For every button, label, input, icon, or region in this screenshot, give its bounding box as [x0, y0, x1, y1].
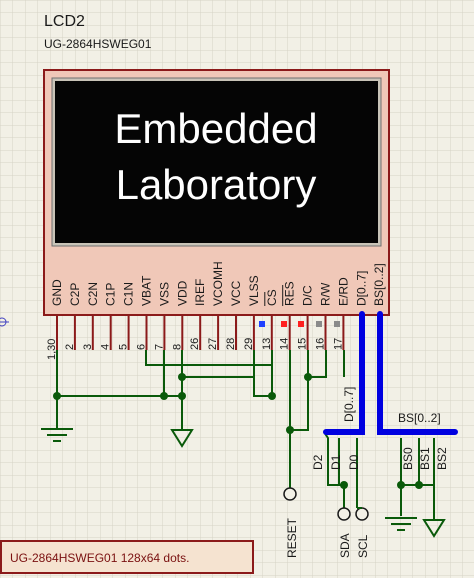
- pin-name-8: IREF: [193, 279, 207, 306]
- junction-group: [53, 373, 423, 489]
- lcd-component[interactable]: Embedded Laboratory: [43, 69, 390, 316]
- pin-state-erd: [334, 321, 340, 327]
- terminal-reset-icon[interactable]: [283, 487, 297, 501]
- bus-bs-label: BS[0..2]: [398, 411, 441, 425]
- pin-state-res: [281, 321, 287, 327]
- bus-group[interactable]: [323, 311, 458, 435]
- wire-bs0-label: BS0: [401, 447, 415, 470]
- junction-dot: [268, 392, 276, 400]
- pin-number-10: 28: [225, 338, 237, 350]
- pin-number-6: 7: [153, 344, 165, 350]
- lcd-text-line1: Embedded: [114, 105, 317, 152]
- pin-number-2: 3: [82, 344, 94, 350]
- pin-name-15: R/W: [319, 282, 333, 306]
- pin-name-9: VCOMH: [211, 261, 225, 306]
- pin-number-4: 5: [118, 344, 130, 350]
- pin-number-9: 27: [207, 338, 219, 350]
- pin-name-11: VLSS: [247, 275, 261, 306]
- pin-number-16: 17: [332, 338, 344, 350]
- pin-name-13: RES: [283, 281, 297, 306]
- junction-dot: [160, 392, 168, 400]
- pin-name-18: BS[0..2]: [372, 263, 386, 306]
- junction-dot: [340, 481, 348, 489]
- wire-bs2-label: BS2: [435, 447, 449, 470]
- pin-name-0: GND: [50, 279, 64, 306]
- terminal-scl-icon[interactable]: [355, 507, 369, 521]
- pin-name-3: C1P: [104, 283, 118, 306]
- ground-icon: [41, 428, 73, 442]
- wire-d1-label: D1: [329, 454, 343, 470]
- lcd-text-line2: Laboratory: [116, 161, 317, 208]
- junction-dot: [286, 426, 294, 434]
- pin-number-5: 6: [136, 344, 148, 350]
- pin-name-2: C2N: [86, 282, 100, 306]
- junction-dot: [397, 481, 405, 489]
- pin-number-3: 4: [100, 344, 112, 350]
- wire-d2[interactable]: [323, 431, 345, 508]
- wire-cs[interactable]: [253, 350, 272, 397]
- pin-number-12: 13: [261, 338, 273, 350]
- terminal-group[interactable]: [283, 487, 369, 521]
- pin-name-5: VBAT: [140, 275, 154, 306]
- junction-dot: [415, 481, 423, 489]
- pin-number-1: 2: [64, 344, 76, 350]
- wire-bs1-label: BS1: [418, 447, 432, 470]
- pin-number-11: 29: [243, 338, 255, 350]
- bus-data-label: D[0..7]: [342, 387, 356, 422]
- junction-dot: [178, 373, 186, 381]
- pin-stub-group: [56, 315, 345, 350]
- terminal-sda-label: SDA: [338, 533, 352, 558]
- terminal-reset-label: RESET: [285, 517, 299, 558]
- pin-number-14: 15: [297, 338, 309, 350]
- pin-name-6: VSS: [157, 282, 171, 306]
- pin-name-4: C1N: [122, 282, 136, 306]
- pin-state-cs: [259, 321, 265, 327]
- ground-icon: [385, 517, 417, 531]
- wire-d2-label: D2: [311, 454, 325, 470]
- ground-symbols: [41, 428, 446, 538]
- junction-dot: [53, 392, 61, 400]
- pin-state-rw: [316, 321, 322, 327]
- pin-number-0: 1,30: [46, 339, 58, 360]
- wire-d0-label: D0: [347, 454, 361, 470]
- wire-rw[interactable]: [308, 350, 327, 378]
- junction-dot: [304, 373, 312, 381]
- pin-state-dc: [298, 321, 304, 327]
- pin-name-7: VDD: [175, 280, 189, 306]
- bus-data[interactable]: [323, 311, 365, 435]
- pin-name-17: D[0..7]: [354, 271, 368, 306]
- pin-number-8: 26: [189, 338, 201, 350]
- terminal-scl-label: SCL: [356, 534, 370, 558]
- status-tooltip: UG-2864HSWEG01 128x64 dots.: [0, 540, 254, 574]
- pin-name-1: C2P: [68, 283, 82, 306]
- pin-number-7: 8: [171, 344, 183, 350]
- ground-triangle-icon: [170, 429, 194, 448]
- bus-bs[interactable]: [377, 311, 458, 435]
- pin-name-14: D/C: [301, 285, 315, 306]
- component-ref: LCD2: [44, 13, 85, 30]
- pin-name-10: VCC: [229, 280, 243, 306]
- pin-number-15: 16: [315, 338, 327, 350]
- component-part: UG-2864HSWEG01: [44, 37, 152, 51]
- ground-triangle-icon: [422, 519, 446, 538]
- terminal-sda-icon[interactable]: [337, 507, 351, 521]
- edge-marker-circle: [0, 317, 7, 327]
- pin-name-16: E/RD: [336, 277, 350, 306]
- lcd-screen: [55, 81, 378, 243]
- junction-dot: [178, 392, 186, 400]
- pin-number-13: 14: [279, 338, 291, 350]
- pin-name-12: CS: [265, 289, 279, 306]
